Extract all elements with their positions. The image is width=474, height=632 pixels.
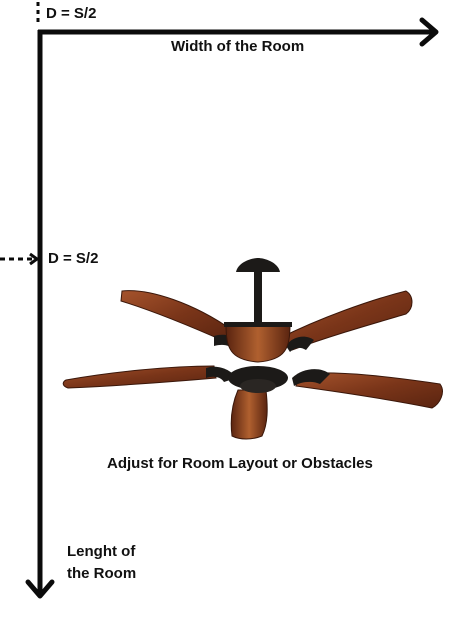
fan-motor-housing — [225, 323, 291, 363]
fan-blade-back-left — [120, 290, 233, 343]
fan-blade-front — [230, 389, 268, 440]
length-axis-arrowhead — [25, 579, 55, 599]
length-label-line2: the Room — [67, 565, 137, 582]
width-axis-arrowhead — [419, 17, 439, 47]
fan-blade-back-right — [279, 290, 413, 351]
side-offset-arrowhead — [29, 252, 40, 266]
side-offset-label: D = S/2 — [48, 250, 99, 267]
length-label: Lenght of the Room — [67, 541, 177, 585]
fan-blade-right — [295, 372, 443, 409]
blade-iron-right — [292, 369, 330, 386]
fan-blade-left — [62, 365, 217, 389]
width-label: Width of the Room — [171, 38, 305, 55]
fan-downrod — [254, 272, 262, 324]
fan-motor-band — [224, 322, 292, 327]
blade-iron-back-right — [286, 336, 314, 352]
fan-switch-cap — [240, 379, 276, 393]
ceiling-fan-image — [62, 258, 443, 440]
fan-canopy — [236, 258, 280, 272]
adjust-caption: Adjust for Room Layout or Obstacles — [107, 455, 373, 472]
length-label-line1: Lenght of — [67, 543, 136, 560]
top-offset-label: D = S/2 — [46, 5, 97, 22]
